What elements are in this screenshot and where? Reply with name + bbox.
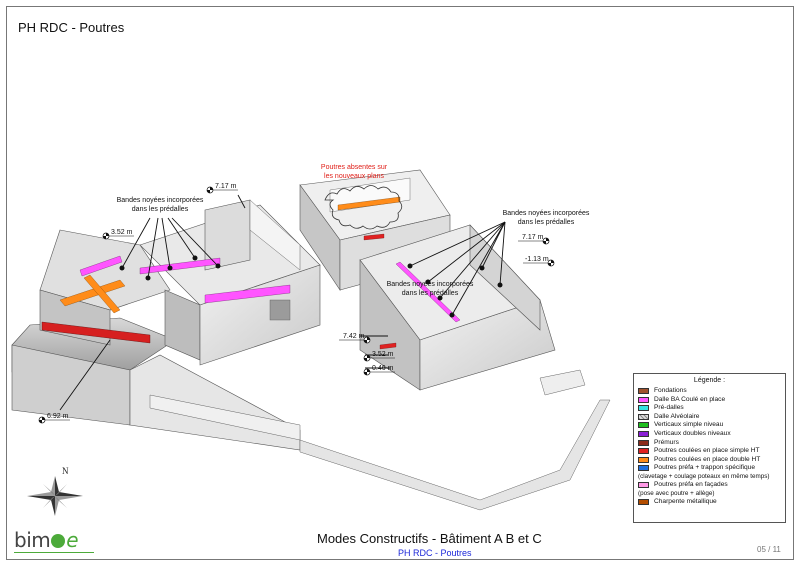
legend-swatch (638, 448, 649, 455)
logo-text-part2: e (66, 528, 79, 552)
legend-swatch (638, 388, 649, 394)
legend-label: Prémurs (654, 438, 679, 446)
ground-curbs (299, 369, 611, 511)
page-title: PH RDC - Poutres (18, 20, 125, 35)
level-label: 3.52 m (372, 351, 394, 358)
level-label: 7.17 m (522, 234, 544, 241)
legend-swatch (638, 396, 649, 403)
level-marker: 3.52 m (102, 229, 134, 240)
level-marker: 7.42 m (339, 333, 371, 344)
beams (41, 196, 461, 350)
legend-label: Pré-dalles (654, 404, 684, 412)
level-marker: 0.46 m (363, 365, 395, 376)
legend-title: Légende : (693, 377, 726, 384)
level-marker: 3.52 m (363, 351, 395, 362)
level-marker: 7.17 m (518, 234, 550, 245)
annotation-texts: Bandes noyées incorporées dans les préda… (117, 164, 590, 297)
legend-item: Poutres coulées en place double HT (638, 456, 781, 465)
legend-swatch (638, 413, 649, 420)
legend-swatch (638, 465, 649, 472)
legend-item: Dalle BA Coulé en place (638, 396, 781, 405)
logo-underline (14, 552, 94, 553)
legend-item: Pré-dalles (638, 404, 781, 413)
middle-block (299, 169, 451, 291)
legend-label: Poutres préfa + trappon spécifique (654, 464, 755, 472)
legend-label: Fondations (654, 387, 687, 394)
compass-rose-icon: N (27, 466, 83, 516)
level-marker: 7.17 m (206, 183, 238, 194)
level-label: 0.46 m (372, 365, 394, 372)
leader-lines (59, 194, 506, 411)
annotation-right-line1: Bandes noyées incorporées (503, 210, 590, 217)
annotation-center-line1: Bandes noyées incorporées (387, 281, 474, 288)
legend-sublabel: (pose avec poutre + allège) (638, 489, 715, 497)
legend-swatch (638, 439, 649, 446)
annotation-left-line1: Bandes noyées incorporées (117, 197, 204, 204)
legend-item: Verticaux doubles niveaux (638, 430, 781, 439)
level-label: 7.17 m (215, 183, 237, 190)
level-label: 3.52 m (111, 229, 133, 236)
legend-swatch (638, 430, 649, 437)
annotation-missing-line1: Poutres absentes sur (321, 164, 388, 171)
legend-item: Verticaux simple niveau (638, 421, 781, 430)
legend-item: Prémurs (638, 439, 781, 448)
legend-label: Dalle Alvéolaire (654, 412, 700, 420)
annotation-right-line2: dans les prédalles (518, 219, 575, 226)
annotation-left-line2: dans les prédalles (132, 206, 189, 213)
annotation-center-line2: dans les prédalles (402, 290, 459, 297)
compass-north-label: N (62, 466, 69, 476)
legend-label: Poutres coulées en place simple HT (654, 447, 760, 455)
legend-label: Poutres préfa en façades (654, 480, 728, 488)
legend-item: Dalle Alvéolaire (638, 413, 781, 422)
level-label: -1.13 m (525, 256, 549, 263)
level-marker: -1.13 m (523, 256, 555, 267)
legend-item: Poutres préfa + trappon spécifique (638, 464, 781, 473)
legend-item: Poutres coulées en place simple HT (638, 447, 781, 456)
level-marker: 6.92 m (38, 413, 70, 424)
legend-label: Poutres coulées en place double HT (654, 455, 761, 463)
footer-subtitle: PH RDC - Poutres (398, 548, 472, 558)
left-block (139, 199, 321, 366)
legend-swatch (638, 456, 649, 463)
legend-item: Charpente métallique (638, 498, 781, 507)
legend-item: Fondations (638, 387, 781, 396)
level-label: 6.92 m (47, 413, 69, 420)
footer-title: Modes Constructifs - Bâtiment A B et C (317, 531, 542, 546)
legend-label: Verticaux doubles niveaux (654, 429, 731, 437)
logo-dot-icon (51, 534, 66, 548)
legend-sublabel: (clavetage + coulage poteaux en même tem… (638, 472, 770, 480)
level-label: 7.42 m (343, 333, 365, 340)
logo-text-part1: bim (14, 528, 51, 552)
legend-swatch (638, 422, 649, 429)
level-markers: 7.17 m 3.52 m 7.17 m -1.13 m 7.42 m 3.52… (38, 183, 555, 424)
right-block (359, 224, 556, 391)
legend-label: Charpente métallique (654, 497, 717, 505)
annotation-missing-line2: les nouveaux plans (324, 173, 384, 180)
legend-swatch (638, 498, 649, 505)
revision-cloud (324, 185, 403, 230)
legend-swatch (638, 481, 649, 488)
leader-dots (119, 255, 503, 318)
legend-item: Poutres préfa en façades (638, 481, 781, 490)
legend-label: Verticaux simple niveau (654, 421, 724, 429)
legend-swatch (638, 405, 649, 412)
page-number: 05 / 11 (757, 545, 781, 554)
legend-label: Dalle BA Coulé en place (654, 395, 726, 403)
